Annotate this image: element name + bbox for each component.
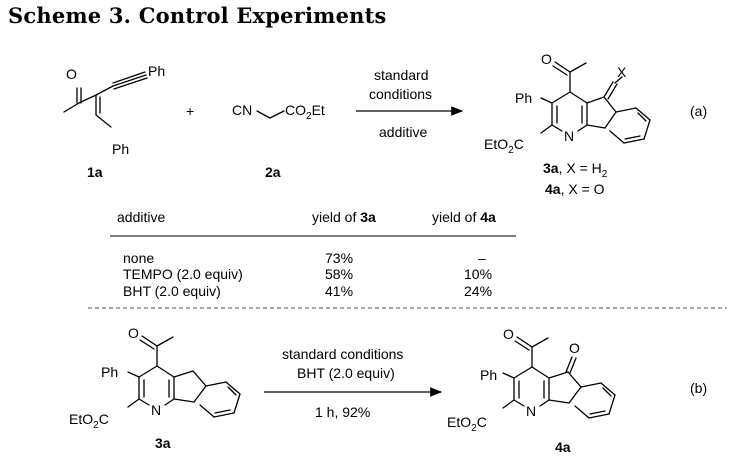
- table-row-additive: none: [123, 250, 155, 266]
- product-a-ph: Ph: [515, 90, 533, 106]
- table-row-yield-3a: 58%: [325, 266, 354, 282]
- product-4a-n: N: [526, 403, 537, 419]
- product-4a-oxygen-acetyl: O: [503, 326, 514, 342]
- product-4a-ester: EtO2C: [447, 414, 487, 434]
- reactant-2a-ester: CO2Et: [285, 102, 325, 122]
- reactant-3a-structure: [127, 335, 241, 418]
- product-4a-ph: Ph: [480, 367, 498, 383]
- table-row-yield-4a: –: [478, 250, 486, 266]
- product-a-structure: [540, 61, 651, 144]
- scheme-title: Scheme 3. Control Experiments: [8, 3, 387, 28]
- tag-b: (b): [690, 380, 708, 396]
- table-header-yield-4a: yield of 4a: [432, 209, 496, 225]
- product-4a-id: 4a: [555, 439, 571, 455]
- reactant-1a-id: 1a: [87, 164, 103, 180]
- reactant-3a-id: 3a: [155, 435, 171, 451]
- reactant-1a-structure: [63, 71, 148, 128]
- product-4a-oxygen-ketone: O: [569, 340, 580, 356]
- table-row-yield-3a: 41%: [325, 283, 354, 299]
- reactant-3a-oxygen: O: [128, 325, 139, 341]
- product-4a-structure: [502, 336, 616, 419]
- table-row-additive: TEMPO (2.0 equiv): [123, 266, 243, 282]
- product-a-x: X: [617, 64, 627, 80]
- table-header-additive: additive: [117, 209, 166, 225]
- arrow-a-label-below: additive: [379, 124, 428, 140]
- arrow-a-label-2: conditions: [369, 86, 433, 102]
- arrow-b-label-1: standard conditions: [282, 346, 404, 362]
- reactant-3a-ph: Ph: [101, 364, 119, 380]
- reactant-2a-cn: CN: [232, 102, 253, 118]
- reactant-3a-n: N: [151, 402, 162, 418]
- product-a-ester: EtO2C: [484, 136, 524, 156]
- plus-sign: +: [186, 103, 195, 119]
- reactant-3a-ester: EtO2C: [69, 411, 109, 431]
- table-row-yield-3a: 73%: [325, 250, 354, 266]
- arrow-b-label-below: 1 h, 92%: [315, 404, 371, 420]
- table-header-yield-3a: yield of 3a: [312, 209, 376, 225]
- product-a-caption-4a: 4a, X = O: [545, 181, 605, 197]
- table-row-yield-4a: 10%: [464, 266, 493, 282]
- product-a-caption-3a: 3a, X = H2: [543, 160, 608, 180]
- table-row-yield-4a: 24%: [464, 283, 493, 299]
- reactant-2a-structure: [256, 110, 285, 119]
- reactant-1a-ph-top: Ph: [148, 63, 166, 79]
- tag-a: (a): [690, 103, 708, 119]
- product-a-n: N: [564, 128, 575, 144]
- product-a-oxygen: O: [541, 51, 552, 67]
- table-row-additive: BHT (2.0 equiv): [123, 283, 221, 299]
- reactant-1a-oxygen: O: [66, 66, 77, 82]
- reactant-2a-id: 2a: [265, 164, 281, 180]
- arrow-b-label-2: BHT (2.0 equiv): [297, 365, 395, 381]
- reactant-1a-ph-bottom: Ph: [112, 141, 130, 157]
- arrow-a-label-1: standard: [374, 67, 429, 83]
